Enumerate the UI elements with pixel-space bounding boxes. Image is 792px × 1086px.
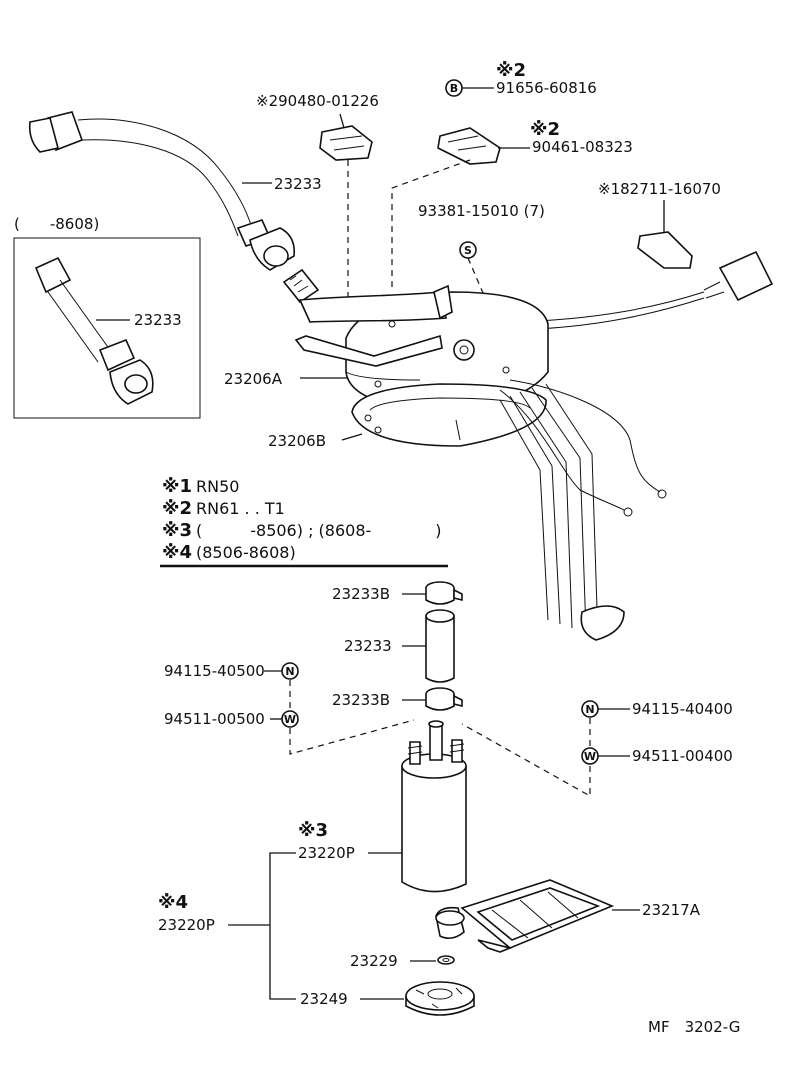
inset-box: ( -8608) 23233 (13, 215, 201, 419)
note-4-text: (8506-8608) (196, 543, 296, 562)
bolt-91656-label: 91656-60816 (496, 79, 597, 97)
clip-90461-label: 90461-08323 (532, 138, 633, 156)
washer-94511-right-label: 94511-00400 (632, 747, 733, 765)
note-3-text: ( -8506) ; (8608- ) (196, 521, 442, 540)
support-23249 (405, 981, 475, 1016)
cushion-23229-label: 23229 (350, 952, 398, 970)
nut-94115-right-label: 94115-40400 (632, 700, 733, 718)
n-circle-left: N (281, 662, 299, 680)
fuel-hose-top (28, 111, 320, 304)
n-circle-left-letter: N (285, 665, 294, 678)
pump-note-4-mark: ※4 (158, 892, 188, 913)
clip-182711-label: ※182711-16070 (598, 180, 721, 198)
w-circle-left-letter: W (284, 713, 296, 726)
fuel-pump-23220P (401, 720, 467, 893)
note-2-mark: ※2 (162, 498, 192, 519)
clamp-23233B-bottom-label: 23233B (332, 691, 390, 709)
note-1-text: RN50 (196, 477, 239, 496)
gasket-23206B-label: 23206B (268, 432, 326, 450)
w-circle-right-letter: W (584, 750, 596, 763)
note-1-mark: ※1 (162, 476, 192, 497)
hose-23233-top-label: 23233 (274, 175, 322, 193)
gauge-23206A-label: 23206A (224, 370, 283, 388)
connector-plug (703, 250, 774, 302)
clamp-23233B-top-label: 23233B (332, 585, 390, 603)
clip-90461-note-mark: ※2 (530, 119, 560, 140)
clamp-23233B-bottom (425, 687, 463, 711)
screw-93381-label: 93381-15010 (7) (418, 202, 545, 220)
note-3-mark: ※3 (162, 520, 192, 541)
note-2-text: RN61 . . T1 (196, 499, 285, 518)
filter-23217A-label: 23217A (642, 901, 701, 919)
hose-23233-mid-label: 23233 (344, 637, 392, 655)
inset-23233-label: 23233 (134, 311, 182, 329)
s-circle-screw: S (459, 241, 477, 259)
b-circle-letter: B (450, 82, 458, 95)
filter-23217A (435, 879, 615, 953)
b-circle-bolt: B (445, 79, 463, 97)
support-23249-label: 23249 (300, 990, 348, 1008)
inset-range-label: ( -8608) (14, 215, 99, 233)
diagram-ref-code: MF 3202-G (648, 1018, 740, 1036)
pump-note-3-mark: ※3 (298, 820, 328, 841)
pump-23220P-a-label: 23220P (298, 844, 355, 862)
w-circle-right: W (581, 747, 599, 765)
w-circle-left: W (281, 710, 299, 728)
pump-23220P-b-label: 23220P (158, 916, 215, 934)
nut-94115-left-label: 94115-40500 (164, 662, 265, 680)
variant-notes: ※1 RN50 ※2 RN61 . . T1 ※3 ( -8506) ; (86… (160, 476, 448, 568)
gasket-23206B (351, 383, 547, 447)
b-note-mark: ※2 (496, 60, 526, 81)
n-circle-right-letter: N (585, 703, 594, 716)
n-circle-right: N (581, 700, 599, 718)
note-4-mark: ※4 (162, 542, 192, 563)
cushion-23229 (437, 955, 455, 965)
fuel-gauge-assembly (294, 284, 549, 411)
hose-23233-mid (425, 609, 455, 683)
clip-290480 (319, 125, 373, 161)
clip-290480-label: ※290480-01226 (256, 92, 379, 110)
clamp-23233B-top (425, 581, 463, 605)
s-circle-letter: S (464, 244, 472, 257)
washer-94511-left-label: 94511-00500 (164, 710, 265, 728)
clip-182711 (637, 231, 693, 269)
clip-90461 (437, 127, 501, 165)
sender-tubes (499, 379, 667, 641)
